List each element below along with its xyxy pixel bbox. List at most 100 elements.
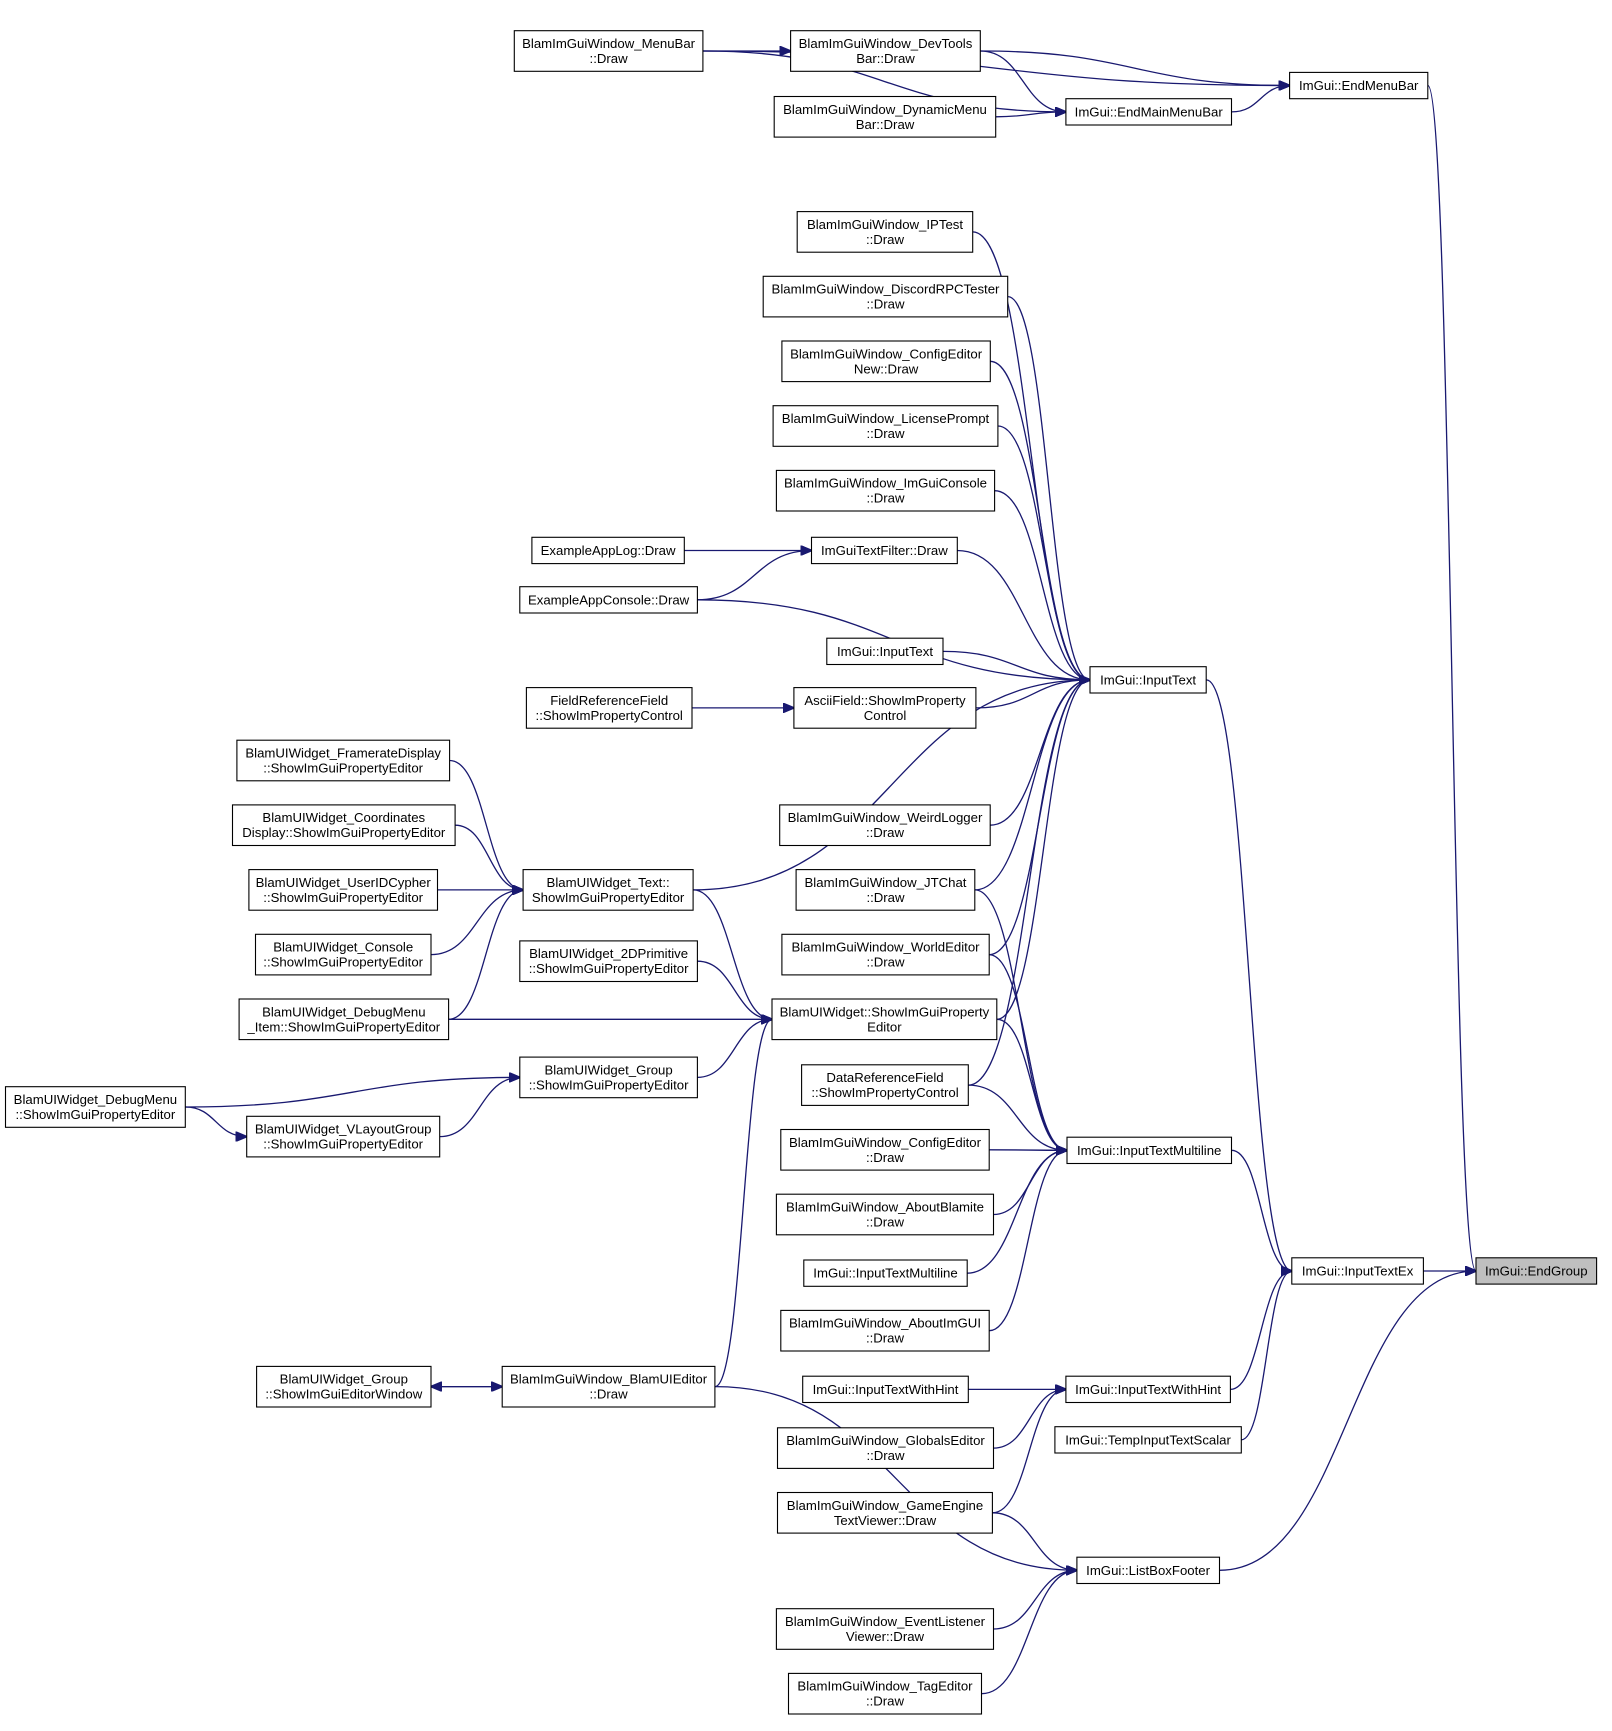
- node-box: [810, 536, 958, 565]
- node-inputtextmultiline[interactable]: ImGui::InputTextMultiline: [1066, 1136, 1233, 1165]
- node-box: [519, 940, 698, 983]
- node-tempinputtextscalar[interactable]: ImGui::TempInputTextScalar: [1054, 1426, 1242, 1454]
- node-blamuieditor_draw[interactable]: BlamImGuiWindow_BlamUIEditor::Draw: [501, 1365, 716, 1408]
- node-debugmenu_item[interactable]: BlamUIWidget_DebugMenu_Item::ShowImGuiPr…: [238, 998, 450, 1041]
- node-box: [248, 869, 439, 911]
- node-label: BlamImGuiWindow_WorldEditor: [791, 940, 980, 955]
- node-asciifield[interactable]: AsciiField::ShowImPropertyControl: [793, 687, 977, 729]
- edge-arrow: [957, 549, 1090, 680]
- node-eventlistener_draw[interactable]: BlamImGuiWindow_EventListenerViewer::Dra…: [775, 1608, 995, 1650]
- node-label: ImGui::InputText: [837, 644, 933, 659]
- node-imgui_inputtextmultiline2[interactable]: ImGui::InputTextMultiline: [803, 1259, 968, 1287]
- node-worldeditor_draw[interactable]: BlamImGuiWindow_WorldEditor::Draw: [781, 933, 990, 976]
- node-group_editorwindow[interactable]: BlamUIWidget_Group::ShowImGuiEditorWindo…: [256, 1365, 432, 1408]
- node-box: [776, 1427, 995, 1469]
- edge-arrow: [989, 953, 1067, 1151]
- node-tageditor_draw[interactable]: BlamImGuiWindow_TagEditor::Draw: [787, 1672, 983, 1715]
- edge-weirdlogger_draw-to-inputtext: [990, 680, 1090, 826]
- edge-arrow: [975, 680, 1090, 709]
- edge-devtools_draw-to-endmainmenubar: [980, 50, 1066, 112]
- node-box: [1076, 1556, 1221, 1585]
- node-dataref[interactable]: DataReferenceField::ShowImPropertyContro…: [801, 1064, 969, 1106]
- node-box: [775, 1608, 995, 1650]
- node-inputtext[interactable]: ImGui::InputText: [1089, 666, 1207, 694]
- node-textfilter_draw[interactable]: ImGuiTextFilter::Draw: [810, 536, 958, 565]
- node-box: [772, 405, 999, 447]
- node-box: [780, 1128, 990, 1171]
- node-coordinates[interactable]: BlamUIWidget_CoordinatesDisplay::ShowImG…: [231, 804, 456, 847]
- node-label: ImGui::EndMainMenuBar: [1075, 104, 1224, 119]
- node-menubar_draw[interactable]: BlamImGuiWindow_MenuBar::Draw: [513, 30, 704, 72]
- edge-gameenginetext_draw-to-listboxfooter: [992, 1512, 1077, 1571]
- node-primitive2d[interactable]: BlamUIWidget_2DPrimitive::ShowImGuiPrope…: [519, 940, 698, 983]
- node-label: ::Draw: [590, 51, 629, 66]
- edge-arrow: [997, 425, 1090, 680]
- node-label: BlamUIWidget_VLayoutGroup: [255, 1122, 432, 1137]
- node-label: ::ShowImGuiEditorWindow: [265, 1387, 422, 1402]
- edge-arrow: [1230, 1271, 1291, 1391]
- edge-tempinputtextscalar-to-inputtextex: [1241, 1271, 1292, 1441]
- edge-arrow: [990, 680, 1090, 826]
- node-imgui_inputtextwithhint2[interactable]: ImGui::InputTextWithHint: [802, 1375, 969, 1404]
- node-listboxfooter[interactable]: ImGui::ListBoxFooter: [1076, 1556, 1221, 1585]
- node-weirdlogger_draw[interactable]: BlamImGuiWindow_WeirdLogger::Draw: [779, 804, 991, 847]
- node-globalseditor_draw[interactable]: BlamImGuiWindow_GlobalsEditor::Draw: [776, 1427, 995, 1469]
- edge-console_widget-to-text_widget: [430, 890, 523, 956]
- node-label: Bar::Draw: [856, 117, 915, 132]
- node-debugmenu_widget[interactable]: BlamUIWidget_DebugMenu::ShowImGuiPropert…: [4, 1086, 186, 1128]
- edge-arrow: [968, 1084, 1067, 1150]
- node-aboutimgui_draw[interactable]: BlamImGuiWindow_AboutImGUI::Draw: [780, 1309, 990, 1352]
- node-framerate[interactable]: BlamUIWidget_FramerateDisplay::ShowImGui…: [236, 739, 451, 782]
- node-endmenubar[interactable]: ImGui::EndMenuBar: [1289, 71, 1429, 100]
- edge-imgui_inputtextmultiline2-to-inputtextmultiline: [967, 1150, 1067, 1274]
- node-vlayoutgroup[interactable]: BlamUIWidget_VLayoutGroup::ShowImGuiProp…: [246, 1115, 441, 1158]
- node-console_widget[interactable]: BlamUIWidget_Console::ShowImGuiPropertyE…: [254, 933, 432, 976]
- node-license_draw[interactable]: BlamImGuiWindow_LicensePrompt::Draw: [772, 405, 999, 447]
- node-applog_draw[interactable]: ExampleAppLog::Draw: [531, 536, 685, 565]
- node-endmainmenubar[interactable]: ImGui::EndMainMenuBar: [1065, 98, 1233, 126]
- node-inputtextex[interactable]: ImGui::InputTextEx: [1291, 1257, 1424, 1285]
- node-uiwidget_editor[interactable]: BlamUIWidget::ShowImGuiPropertyEditor: [771, 998, 998, 1041]
- node-label: ImGui::ListBoxFooter: [1086, 1563, 1210, 1578]
- edge-arrow: [714, 1385, 1077, 1571]
- node-label: ::Draw: [866, 890, 905, 905]
- node-box: [254, 933, 432, 976]
- node-box: [803, 1259, 968, 1287]
- node-label: BlamUIWidget_Text::: [547, 875, 670, 890]
- edge-arrow: [989, 1150, 1067, 1151]
- node-label: BlamImGuiWindow_JTChat: [805, 875, 967, 890]
- node-box: [256, 1365, 432, 1408]
- node-label: BlamUIWidget_FramerateDisplay: [245, 746, 441, 761]
- node-fieldref[interactable]: FieldReferenceField::ShowImPropertyContr…: [525, 687, 693, 729]
- edge-arrow: [996, 1018, 1067, 1150]
- node-label: BlamImGuiWindow_DiscordRPCTester: [772, 282, 1001, 297]
- node-configeditor_draw[interactable]: BlamImGuiWindow_ConfigEditor::Draw: [780, 1128, 990, 1171]
- node-label: FieldReferenceField: [550, 693, 668, 708]
- node-inputtextwithhint[interactable]: ImGui::InputTextWithHint: [1065, 1375, 1231, 1404]
- node-aboutblamite_draw[interactable]: BlamImGuiWindow_AboutBlamite::Draw: [775, 1193, 995, 1236]
- edge-aboutimgui_draw-to-inputtextmultiline: [989, 1150, 1067, 1332]
- node-label: BlamImGuiWindow_DynamicMenu: [783, 102, 987, 117]
- edge-arrow: [702, 50, 1066, 112]
- node-imguiconsole_draw[interactable]: BlamImGuiWindow_ImGuiConsole::Draw: [775, 469, 996, 512]
- node-useridcypher[interactable]: BlamUIWidget_UserIDCypher::ShowImGuiProp…: [248, 869, 439, 911]
- edge-arrow: [448, 890, 524, 1020]
- edge-arrow: [693, 680, 1090, 891]
- edge-asciifield-to-inputtext: [975, 680, 1090, 709]
- node-discord_draw[interactable]: BlamImGuiWindow_DiscordRPCTester::Draw: [762, 275, 1009, 318]
- node-box: [781, 340, 991, 383]
- node-label: ShowImGuiPropertyEditor: [532, 890, 685, 905]
- node-jtchat_draw[interactable]: BlamImGuiWindow_JTChat::Draw: [795, 869, 976, 911]
- node-endgroup[interactable]: ImGui::EndGroup: [1475, 1257, 1598, 1285]
- edge-primitive2d-to-uiwidget_editor: [697, 960, 772, 1019]
- node-group_widget[interactable]: BlamUIWidget_Group::ShowImGuiPropertyEdi…: [519, 1056, 698, 1099]
- node-iptest_draw[interactable]: BlamImGuiWindow_IPTest::Draw: [796, 211, 974, 253]
- node-imgui_inputtext2[interactable]: ImGui::InputText: [826, 637, 944, 666]
- node-text_widget[interactable]: BlamUIWidget_Text::ShowImGuiPropertyEdit…: [522, 869, 694, 911]
- node-gameenginetext_draw[interactable]: BlamImGuiWindow_GameEngineTextViewer::Dr…: [776, 1491, 993, 1534]
- node-label: ::ShowImGuiPropertyEditor: [263, 890, 423, 905]
- node-appconsole_draw[interactable]: ExampleAppConsole::Draw: [519, 586, 698, 614]
